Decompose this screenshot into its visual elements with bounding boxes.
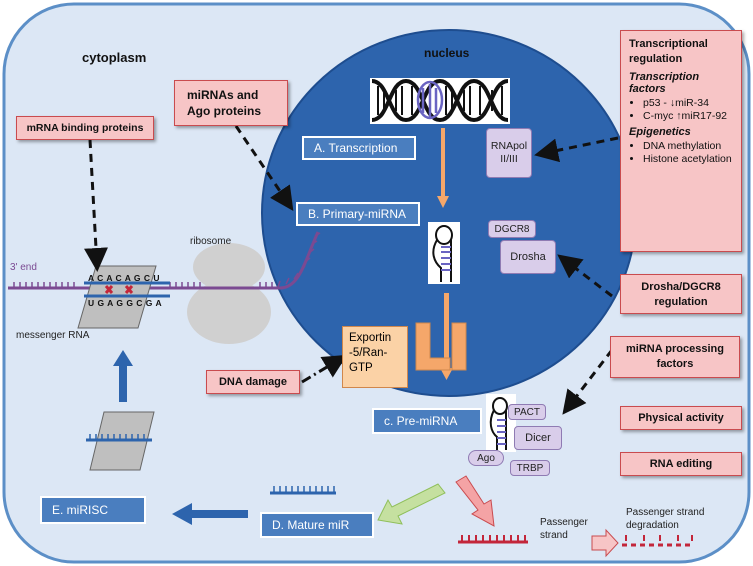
nuclear-pore-icon xyxy=(415,322,467,371)
mrna-sequence-bottom: U G A G G C G A xyxy=(88,298,163,308)
messenger-rna-label: messenger RNA xyxy=(16,330,90,341)
transcriptional-regulation-title: Transcriptional regulation xyxy=(629,38,708,65)
mrna-sequence-top: A C A C A G C U xyxy=(88,273,161,283)
dna-panel xyxy=(370,78,510,124)
dicer-protein: Dicer xyxy=(514,426,562,450)
step-c-pre-mirna: c. Pre-miRNA xyxy=(372,408,482,434)
epi-item-histone-acetylation: Histone acetylation xyxy=(643,153,735,165)
cytoplasm-label: cytoplasm xyxy=(82,50,147,65)
rna-editing-box: RNA editing xyxy=(620,452,742,476)
three-prime-end-label: 3' end xyxy=(10,262,37,273)
step-d-mature-mir: D. Mature miR xyxy=(260,512,374,538)
pact-protein: PACT xyxy=(508,404,546,420)
to-mirisc-arrow xyxy=(172,503,248,525)
dna-damage-box: DNA damage xyxy=(206,370,300,394)
to-passenger-arrow xyxy=(455,475,495,527)
risc-complex-on-mrna xyxy=(77,265,170,329)
tf-item-p53: p53 - ↓miR-34 xyxy=(643,97,735,109)
pre-mirna-hairpin-icon xyxy=(489,397,508,450)
epigenetics-list: DNA methylation Histone acetylation xyxy=(629,140,735,165)
physical-activity-box: Physical activity xyxy=(620,406,742,430)
step-a-transcription: A. Transcription xyxy=(302,136,416,160)
mirnas-ago-box: miRNAs and Ago proteins xyxy=(174,80,288,126)
mrna-binding-proteins-box: mRNA binding proteins xyxy=(16,116,154,140)
dgcr8-protein: DGCR8 xyxy=(488,220,536,238)
processing-arrow xyxy=(440,293,453,380)
epigenetics-heading: Epigenetics xyxy=(629,126,691,138)
degradation-arrow xyxy=(591,528,619,558)
transcription-arrow xyxy=(437,128,449,208)
passenger-strand-icon xyxy=(458,535,528,544)
ribosome-label: ribosome xyxy=(190,236,232,247)
dna-helix-icon xyxy=(371,78,509,123)
step-b-primary-mirna: B. Primary-miRNA xyxy=(296,202,420,226)
transcriptional-regulation-box: Transcriptional regulation Transcription… xyxy=(620,30,742,252)
dna-damage-arrow xyxy=(301,354,348,384)
mirisc-icon xyxy=(86,411,155,471)
trbp-protein: TRBP xyxy=(510,460,550,476)
ago-protein: Ago xyxy=(468,450,504,466)
degraded-strand-icon xyxy=(622,535,694,547)
mirna-processing-factors-box: miRNA processing factors xyxy=(610,336,740,378)
mirisc-to-mrna-arrow xyxy=(113,350,133,402)
epi-item-dna-methylation: DNA methylation xyxy=(643,140,735,152)
drosha-dgcr8-regulation-box: Drosha/DGCR8 regulation xyxy=(620,274,742,314)
tf-item-cmyc: C-myc ↑miR17-92 xyxy=(643,110,735,122)
exportin-ran-gtp-protein: Exportin -5/Ran- GTP xyxy=(342,326,408,388)
passenger-strand-label: Passenger strand xyxy=(540,517,588,541)
transcription-factors-list: p53 - ↓miR-34 C-myc ↑miR17-92 xyxy=(629,97,735,122)
mature-mir-icon xyxy=(270,486,336,495)
ribosome-icon xyxy=(187,243,271,344)
transcription-factors-heading: Transcription factors xyxy=(629,71,700,95)
regulation-arrows xyxy=(84,125,619,415)
step-e-mirisc: E. miRISC xyxy=(40,496,146,524)
passenger-degradation-label: Passenger strand degradation xyxy=(626,507,705,531)
rnapol-protein: RNApol II/III xyxy=(486,128,532,178)
nucleus-label: nucleus xyxy=(424,46,470,60)
drosha-protein: Drosha xyxy=(500,240,556,274)
to-mature-arrow xyxy=(377,483,446,525)
primary-hairpin-icon xyxy=(432,225,453,282)
